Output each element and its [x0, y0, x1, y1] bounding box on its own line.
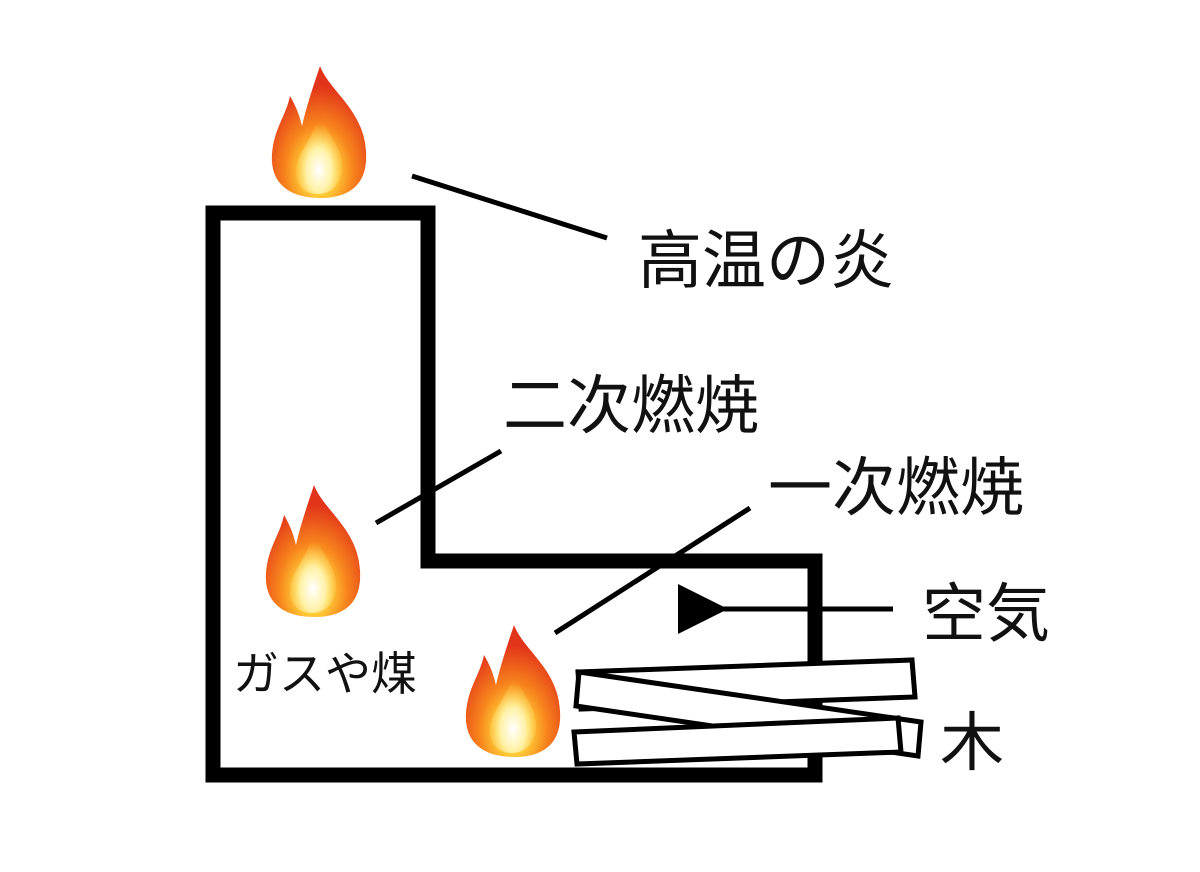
stove-outline	[205, 205, 823, 783]
label-wood: 木	[940, 707, 1004, 781]
wood-stick-lower	[571, 715, 904, 767]
fire-icon	[265, 485, 361, 617]
label-gas-and-smoke: ガスや煤	[233, 647, 417, 701]
leader-line-high-temp-flame	[411, 173, 608, 241]
label-secondary-combustion: 二次燃焼	[503, 370, 759, 444]
fire-icon	[271, 66, 367, 198]
label-air: 空気	[922, 578, 1050, 652]
leader-line-primary-combustion	[553, 505, 752, 636]
label-high-temp-flame: 高温の炎	[638, 225, 894, 299]
label-primary-combustion: 一次燃焼	[768, 452, 1024, 526]
leader-line-secondary-combustion	[374, 448, 503, 526]
wood-sticks	[571, 657, 924, 767]
fire-icon	[465, 625, 561, 757]
